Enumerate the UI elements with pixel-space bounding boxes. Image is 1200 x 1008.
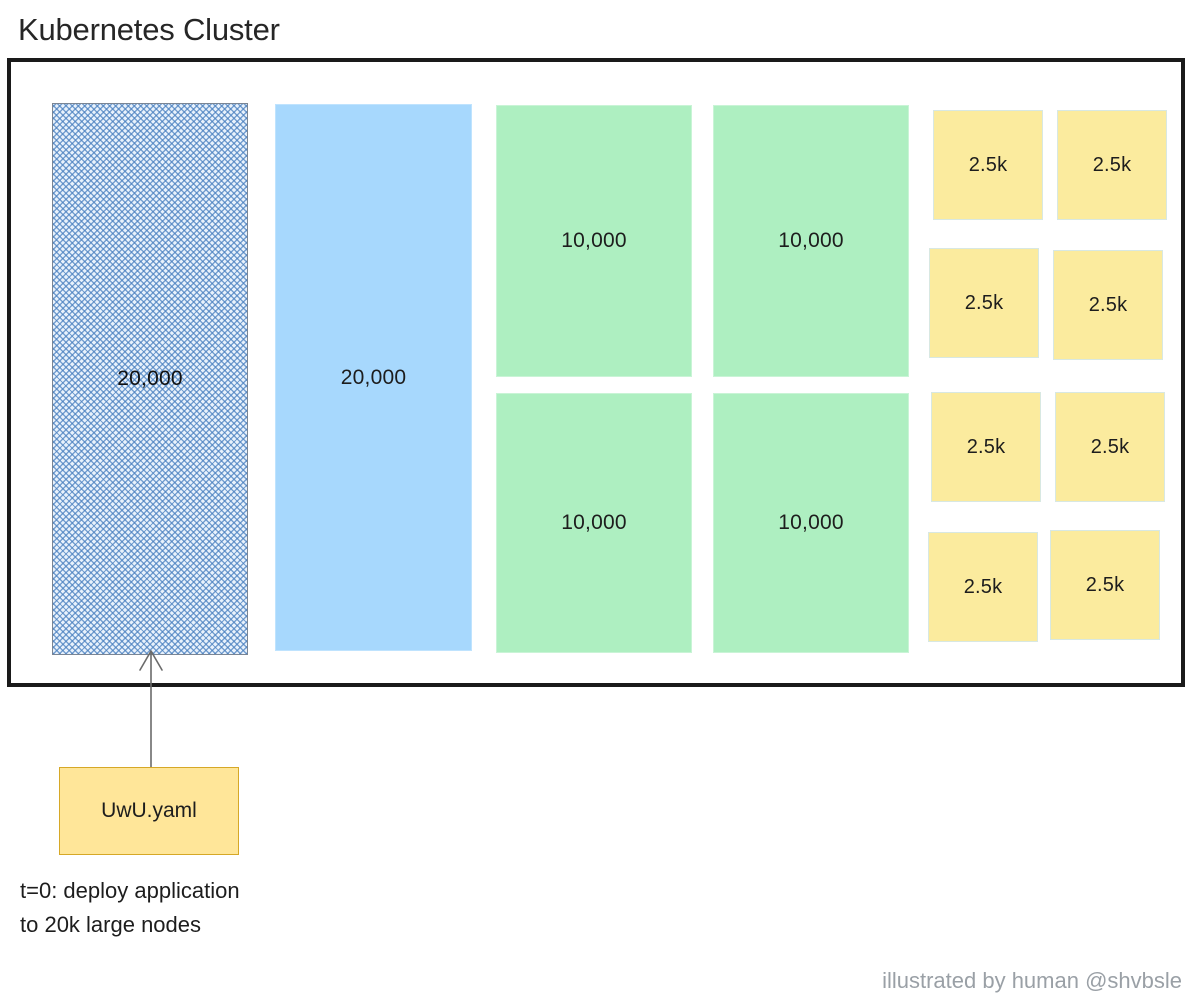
- node-label: 2.5k: [968, 153, 1008, 176]
- node-label: 10,000: [778, 511, 844, 534]
- deploy-arrow-head: [139, 650, 163, 671]
- kubernetes-cluster-frame: 20,000 20,000 10,000 10,000 10,000 10,000 2.5k…: [7, 58, 1185, 687]
- node-yellow-2.5k-r4c2[interactable]: 2.5k: [1050, 530, 1160, 640]
- deploy-arrow: [139, 650, 163, 778]
- node-yellow-2.5k-r2c2[interactable]: 2.5k: [1053, 250, 1163, 360]
- node-yellow-2.5k-r3c2[interactable]: 2.5k: [1055, 392, 1165, 502]
- node-label: 20,000: [117, 367, 183, 390]
- node-yellow-2.5k-r1c2[interactable]: 2.5k: [1057, 110, 1167, 220]
- node-label: 10,000: [561, 229, 627, 252]
- page-title: Kubernetes Cluster: [18, 12, 280, 47]
- node-yellow-2.5k-r3c1[interactable]: 2.5k: [931, 392, 1041, 502]
- node-label: 2.5k: [966, 435, 1006, 458]
- node-label: 2.5k: [964, 291, 1004, 314]
- node-green-10k-br[interactable]: 10,000: [713, 393, 909, 653]
- node-green-10k-tl[interactable]: 10,000: [496, 105, 692, 377]
- node-label: 2.5k: [963, 575, 1003, 598]
- node-hatched-20k[interactable]: 20,000: [52, 103, 248, 655]
- yaml-file-label: UwU.yaml: [101, 799, 197, 822]
- node-green-10k-bl[interactable]: 10,000: [496, 393, 692, 653]
- node-label: 20,000: [340, 365, 407, 389]
- attribution-text: illustrated by human @shvbsle: [882, 968, 1182, 993]
- node-green-10k-tr[interactable]: 10,000: [713, 105, 909, 377]
- node-yellow-2.5k-r1c1[interactable]: 2.5k: [933, 110, 1043, 220]
- caption-text: t=0: deploy application to 20k large nod…: [20, 878, 240, 937]
- node-label: 2.5k: [1090, 435, 1130, 458]
- node-label: 2.5k: [1088, 293, 1128, 316]
- node-yellow-2.5k-r2c1[interactable]: 2.5k: [929, 248, 1039, 358]
- yaml-file-box[interactable]: UwU.yaml: [59, 767, 239, 855]
- node-yellow-2.5k-r4c1[interactable]: 2.5k: [928, 532, 1038, 642]
- node-label: 10,000: [778, 229, 844, 252]
- node-label: 2.5k: [1085, 573, 1125, 596]
- node-blue-20k[interactable]: 20,000: [275, 104, 472, 651]
- node-label: 2.5k: [1092, 153, 1132, 176]
- node-label: 10,000: [561, 511, 627, 534]
